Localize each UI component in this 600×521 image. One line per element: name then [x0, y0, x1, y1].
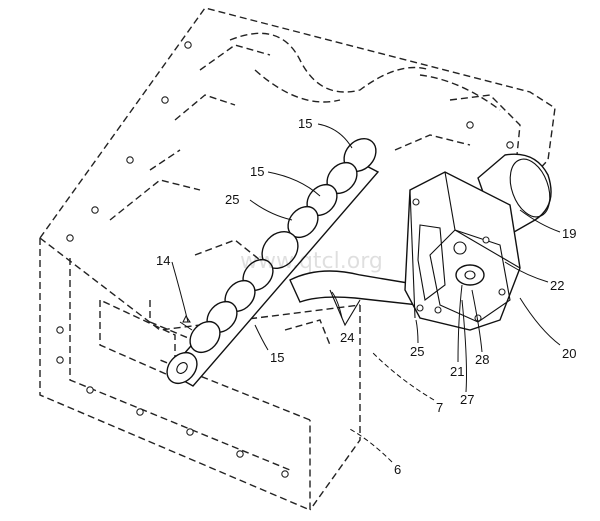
- actuator-assembly: [404, 153, 552, 331]
- pump-bracket: [289, 270, 421, 327]
- engine-block-outline: [39, 7, 556, 512]
- label-24: 24: [340, 330, 354, 345]
- label-14: 14: [156, 253, 170, 268]
- label-20: 20: [562, 346, 576, 361]
- label-25-left: 25: [225, 192, 239, 207]
- label-15-top: 15: [298, 116, 312, 131]
- leader-lines: [171, 123, 561, 463]
- label-27: 27: [460, 392, 474, 407]
- label-21: 21: [450, 364, 464, 379]
- reference-numerals: 15 15 25 14 15 24 25 19 22 20 28 21 27 7…: [156, 116, 576, 477]
- label-25-right: 25: [410, 344, 424, 359]
- camshaft: [166, 137, 380, 387]
- label-15-mid: 15: [250, 164, 264, 179]
- label-7: 7: [436, 400, 443, 415]
- label-19: 19: [562, 226, 576, 241]
- label-28: 28: [475, 352, 489, 367]
- label-15-bottom: 15: [270, 350, 284, 365]
- label-6: 6: [394, 462, 401, 477]
- label-22: 22: [550, 278, 564, 293]
- watermark: www.qtcl.org: [240, 249, 383, 274]
